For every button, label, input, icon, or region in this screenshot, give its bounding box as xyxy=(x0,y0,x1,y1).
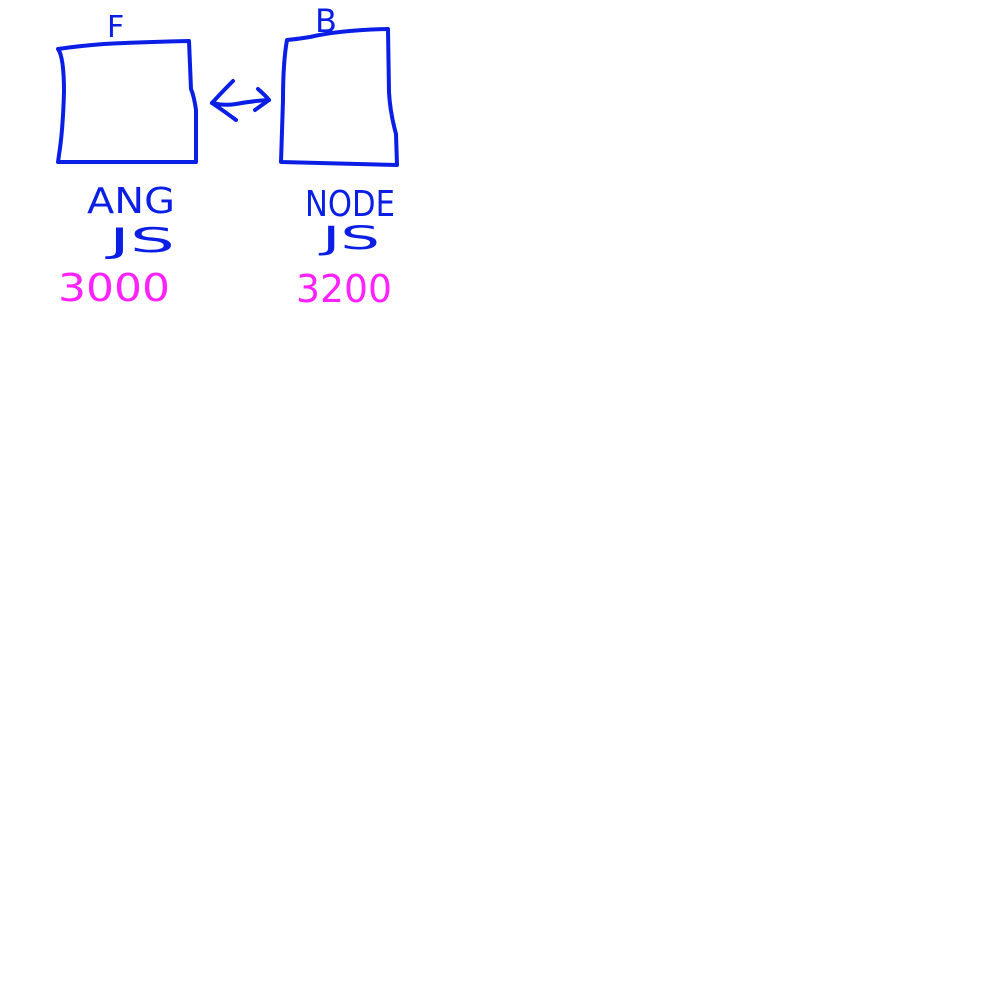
backend-name-line2: JS xyxy=(318,219,380,257)
backend-box-label: B xyxy=(315,2,337,40)
backend-name-line1: NODE xyxy=(305,184,395,225)
frontend-name-line2: JS xyxy=(105,221,175,261)
frontend-port: 3000 xyxy=(58,266,170,310)
backend-box xyxy=(279,27,399,167)
bidirectional-arrow-icon xyxy=(210,79,271,122)
frontend-box-label: F xyxy=(107,10,124,45)
frontend-name-line1: ANG xyxy=(87,181,175,222)
backend-port: 3200 xyxy=(296,267,392,311)
frontend-box xyxy=(56,39,198,164)
